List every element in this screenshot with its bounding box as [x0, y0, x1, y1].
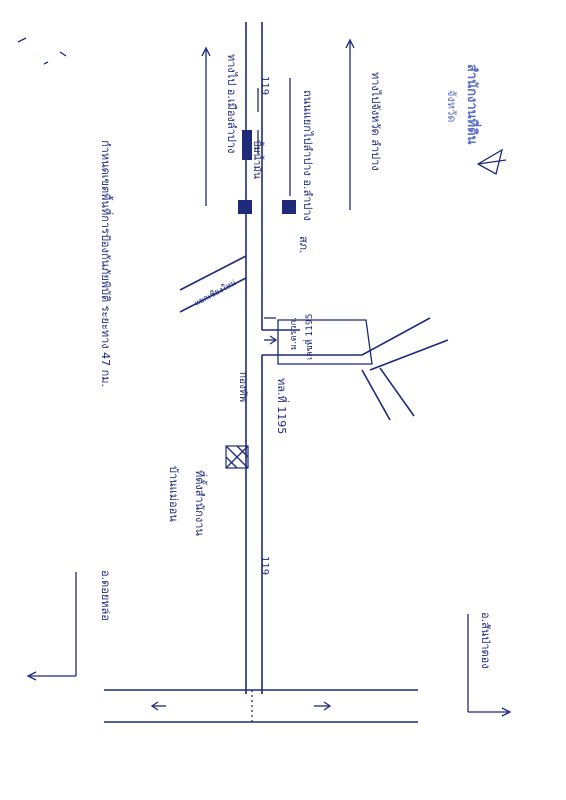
label-kor-or: กองทัพ [237, 372, 248, 402]
road-number-top: 119 [259, 76, 270, 95]
north-arrow-icon [476, 148, 507, 175]
label-branch-road: ถนนแยกไปลำปาง อ.ลำปาง [301, 90, 314, 221]
label-gas-station: ปั้มน้ำมัน [251, 140, 265, 179]
office-stamp: สำนักงานที่ดิน จังหวัด [445, 64, 482, 145]
police-marker [282, 200, 296, 214]
bottom-road [104, 689, 418, 723]
building-marker [242, 130, 252, 160]
branch-road [262, 317, 449, 421]
road-number-bottom: 119 [259, 556, 270, 575]
road-labels: 119 119 ทางไปจังหวัด ลำปาง ทางไป อ.เมือง… [99, 54, 492, 669]
stamp-line-2: จังหวัด [445, 90, 458, 122]
label-road-1195: ทล.ที่ 1195 [275, 378, 290, 434]
main-road [245, 22, 263, 694]
label-bottom-right-place: อ.สันป่าตอง [479, 612, 492, 669]
right-box-label-1: ม.ดรวก. [289, 317, 299, 350]
label-bottom-left-place: อ.ดอยหล่อ [99, 570, 112, 621]
label-bottom-mid-2: บ้านแม่ออน [167, 466, 180, 522]
label-left-long: กำหนดเขตพื้นที่การป้องกันภัยพิบัติ ระยะท… [99, 140, 114, 387]
label-top-right: ทางไปจังหวัด ลำปาง [369, 72, 382, 171]
label-to-lampang: ทางไป อ.เมืองลำปาง [225, 54, 238, 153]
branch-label: แยกเชียงใหม่ [193, 278, 238, 307]
side-road-left: แยกเชียงใหม่ [179, 255, 247, 313]
corner-marks [17, 37, 67, 65]
direction-arrows [26, 38, 512, 717]
gas-station-marker [238, 200, 252, 214]
stamp-line-1: สำนักงานที่ดิน [464, 64, 482, 145]
label-police-station: สภ. [297, 236, 310, 253]
right-box-label-2: เลขที่ 1195 [302, 314, 315, 360]
road-1195-box: ม.ดรวก. เลขที่ 1195 [277, 314, 373, 365]
label-bottom-mid-1: ที่ตั้งสำนักงาน [193, 470, 208, 536]
landmark-markers [225, 130, 296, 469]
